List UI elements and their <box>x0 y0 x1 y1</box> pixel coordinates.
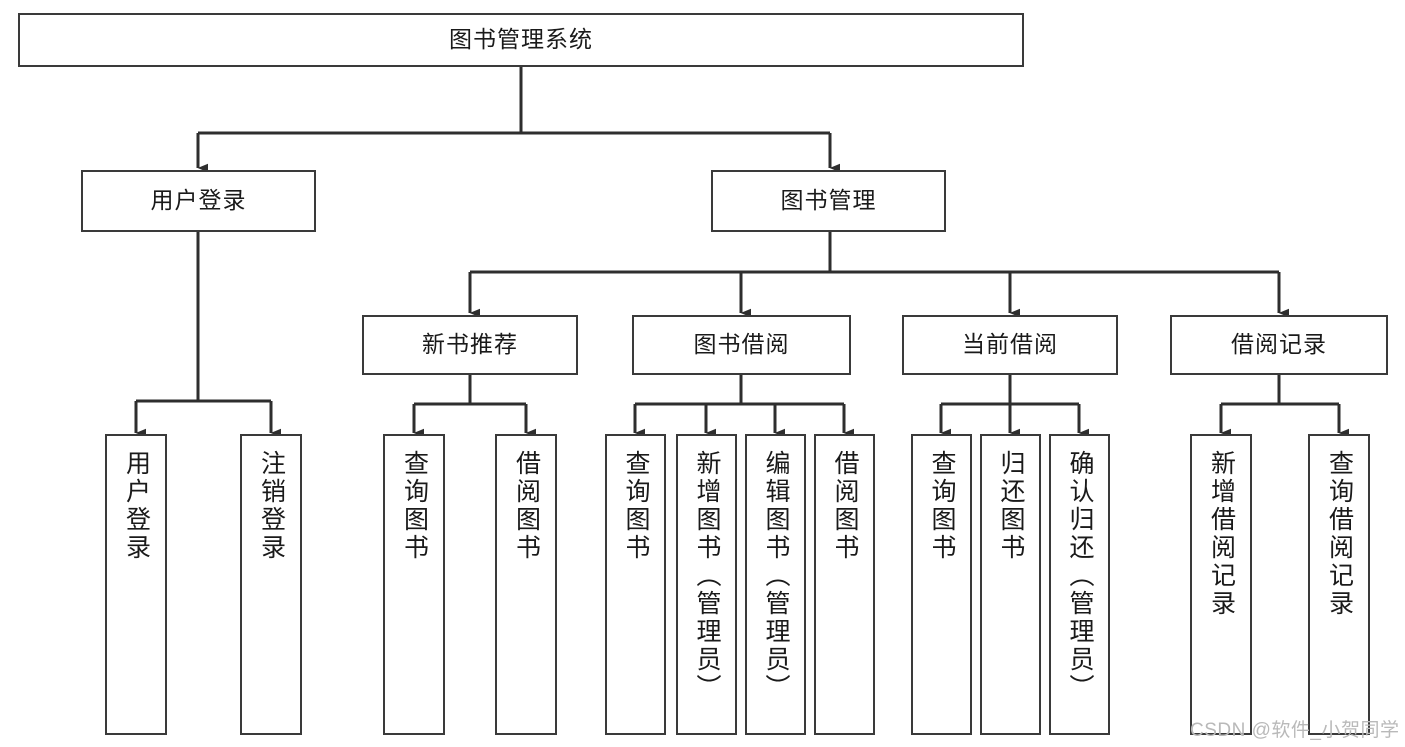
leaf-label: 查询图书 <box>928 450 956 562</box>
leaf-user-login-0[interactable]: 用户登录 <box>105 434 167 735</box>
leaf-label: 用户登录 <box>122 450 151 562</box>
leaf-borrow-record-0[interactable]: 新增借阅记录 <box>1190 434 1252 735</box>
csdn-watermark: CSDN @软件_小贺同学 <box>1190 720 1400 741</box>
leaf-label: 归还图书 <box>997 450 1025 562</box>
node-user-login[interactable]: 用户登录 <box>81 170 316 232</box>
leaf-book-borrow-2[interactable]: 编辑图书（管理员） <box>745 434 806 735</box>
leaf-label: 新增借阅记录 <box>1207 450 1236 618</box>
node-book-borrow-label: 图书借阅 <box>693 331 790 358</box>
node-borrow-record[interactable]: 借阅记录 <box>1170 315 1388 375</box>
leaf-label: 查询借阅记录 <box>1325 450 1354 618</box>
leaf-current-borrow-2[interactable]: 确认归还（管理员） <box>1049 434 1110 735</box>
leaf-book-borrow-0[interactable]: 查询图书 <box>605 434 666 735</box>
node-borrow-record-label: 借阅记录 <box>1231 331 1327 358</box>
node-user-login-label: 用户登录 <box>150 187 247 214</box>
leaf-book-borrow-3[interactable]: 借阅图书 <box>814 434 875 735</box>
leaf-label: 借阅图书 <box>512 450 541 562</box>
leaf-label: 借阅图书 <box>831 450 859 562</box>
leaf-label: 确认归还（管理员） <box>1066 450 1094 702</box>
leaf-label: 注销登录 <box>257 450 286 562</box>
leaf-label: 编辑图书（管理员） <box>762 450 790 702</box>
leaf-book-borrow-1[interactable]: 新增图书（管理员） <box>676 434 737 735</box>
node-book-management[interactable]: 图书管理 <box>711 170 946 232</box>
node-book-management-label: 图书管理 <box>780 187 877 214</box>
node-current-borrow-label: 当前借阅 <box>962 331 1058 358</box>
node-new-book-recommend-label: 新书推荐 <box>422 331 518 358</box>
node-new-book-recommend[interactable]: 新书推荐 <box>362 315 578 375</box>
leaf-user-login-1[interactable]: 注销登录 <box>240 434 302 735</box>
leaf-new-book-recommend-0[interactable]: 查询图书 <box>383 434 445 735</box>
leaf-new-book-recommend-1[interactable]: 借阅图书 <box>495 434 557 735</box>
leaf-label: 查询图书 <box>622 450 650 562</box>
leaf-borrow-record-1[interactable]: 查询借阅记录 <box>1308 434 1370 735</box>
node-root-label: 图书管理系统 <box>449 26 593 53</box>
leaf-label: 新增图书（管理员） <box>693 450 721 702</box>
leaf-current-borrow-1[interactable]: 归还图书 <box>980 434 1041 735</box>
node-current-borrow[interactable]: 当前借阅 <box>902 315 1118 375</box>
leaf-label: 查询图书 <box>400 450 429 562</box>
node-root[interactable]: 图书管理系统 <box>18 13 1024 67</box>
leaf-current-borrow-0[interactable]: 查询图书 <box>911 434 972 735</box>
node-book-borrow[interactable]: 图书借阅 <box>632 315 851 375</box>
